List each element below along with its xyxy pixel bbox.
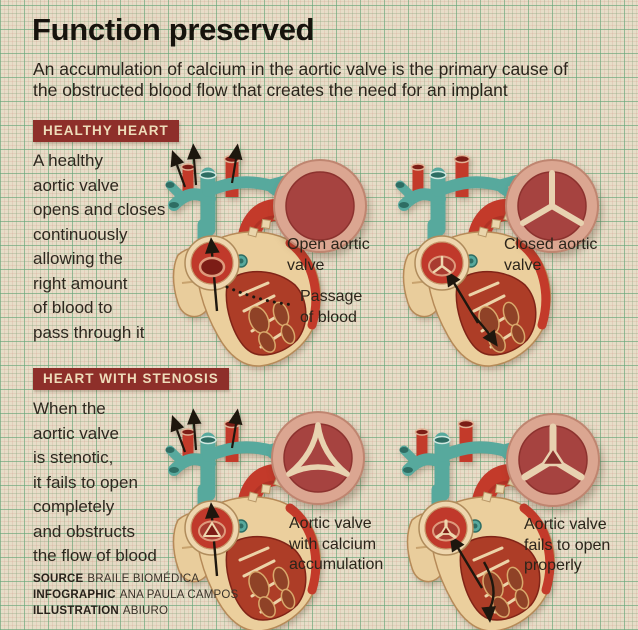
credit-infographic-label: INFOGRAPHIC: [33, 589, 116, 601]
credit-illustration-label: ILLUSTRATION: [33, 605, 119, 617]
fails-to-open-valve-circle: [506, 413, 600, 507]
credit-infographic-value: ANA PAULA CAMPOS: [119, 589, 239, 601]
healthy-heart-description: A healthy aortic valve opens and closes …: [33, 151, 166, 342]
credit-source-value: BRAILE BIOMÉDICA: [87, 573, 200, 585]
credit-source-label: SOURCE: [33, 573, 84, 585]
credit-illustration-value: ABIURO: [122, 605, 169, 617]
stenosis-description: When the aortic valve is stenotic, it fa…: [33, 399, 157, 565]
calcium-valve-circle: [271, 411, 365, 505]
passage-leader-line: [225, 285, 297, 307]
closed-valve-label: Closed aortic valve: [504, 236, 598, 274]
open-valve-label: Open aortic valve: [287, 236, 370, 274]
page-subtitle: An accumulation of calcium in the aortic…: [33, 59, 568, 100]
section-header-healthy-heart: HEALTHY HEART: [33, 120, 179, 142]
calcium-valve-label: Aortic valve with calcium accumulation: [289, 515, 384, 573]
fails-valve-label: Aortic valve fails to open properly: [524, 516, 611, 574]
passage-of-blood-label: Passage of blood: [300, 288, 363, 326]
page-title: Function preserved: [32, 12, 315, 47]
section-header-heart-with-stenosis: HEART WITH STENOSIS: [33, 368, 229, 390]
